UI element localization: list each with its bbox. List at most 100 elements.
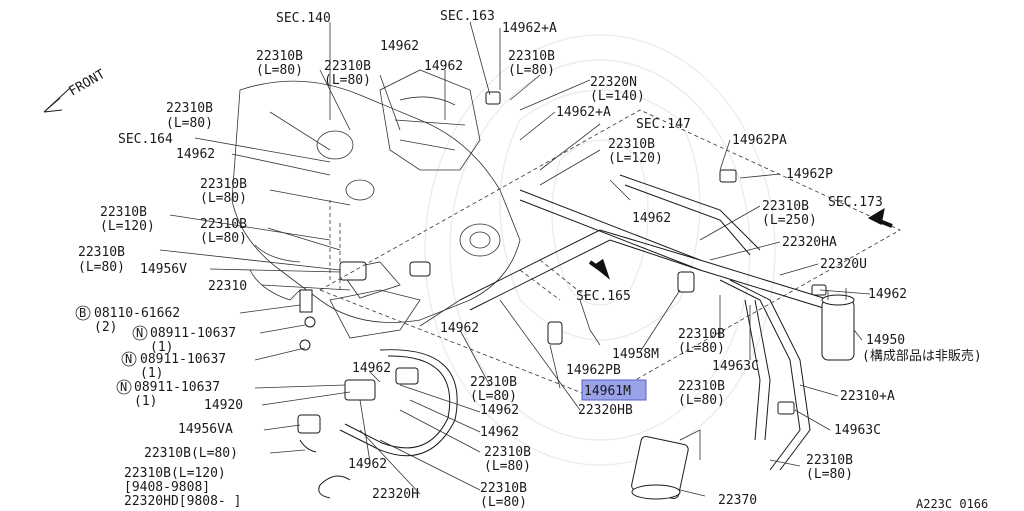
label-22310b-f: 22310B — [200, 177, 247, 192]
svg-text:N: N — [125, 352, 132, 366]
label-14950: 14950 — [866, 333, 905, 348]
label-22310b-j: 22310B — [78, 245, 125, 260]
label-nut-2: 08911-10637 — [140, 352, 226, 367]
label-22320n: 22320N — [590, 75, 637, 90]
label-22310a: 22310+A — [840, 389, 895, 404]
label-22320u: 22320U — [820, 257, 867, 272]
label-22310b-l120: 22310B(L=120) — [124, 466, 226, 481]
label-22310b-o: 22310B — [806, 453, 853, 468]
label-14961m: 14961M — [584, 384, 631, 399]
label-14962-e: 14962 — [868, 287, 907, 302]
svg-text:N: N — [136, 326, 143, 340]
label-14962p: 14962P — [786, 167, 833, 182]
label-22310b-k: 22310B — [678, 327, 725, 342]
label-22310b-n: 22310B — [484, 445, 531, 460]
label-22320h: 22320H — [372, 487, 419, 502]
bolt-b-symbol: B — [75, 305, 91, 321]
fuel-filter-22370 — [631, 429, 701, 500]
nut-n3-symbol: N — [116, 379, 132, 395]
label-nut-3: 08911-10637 — [134, 380, 220, 395]
label-22310b-m: 22310B — [678, 379, 725, 394]
label-l80-h: (L=80) — [200, 231, 247, 246]
label-sec165: SEC.165 — [576, 289, 631, 304]
front-arrow-icon: FRONT — [43, 67, 109, 113]
svg-text:N: N — [120, 380, 127, 394]
lower-hose-loop — [299, 349, 458, 499]
label-14962pa: 14962PA — [732, 133, 787, 148]
label-bolt-08110: 08110-61662 — [94, 306, 180, 321]
label-14962a: 14962+A — [502, 21, 557, 36]
label-l80-o: (L=80) — [806, 467, 853, 482]
label-14962-b: 14962 — [424, 59, 463, 74]
label-l80-b: (L=80) — [324, 73, 371, 88]
label-l80-f: (L=80) — [200, 191, 247, 206]
label-date-range: [9408-9808] — [124, 480, 210, 495]
nut-n1-symbol: N — [132, 325, 148, 341]
reference-dashed-lines — [319, 109, 901, 401]
label-22370: 22370 — [718, 493, 757, 508]
svg-text:B: B — [79, 306, 86, 320]
label-not-sold: (構成部品は非販売) — [862, 348, 982, 364]
label-l120-e: (L=120) — [608, 151, 663, 166]
label-22310b-h: 22310B — [200, 217, 247, 232]
label-bolt-qty: (2) — [94, 320, 117, 335]
engine-sketch — [231, 69, 521, 339]
figure-code: A223C 0166 — [916, 497, 988, 511]
label-nut-1: 08911-10637 — [150, 326, 236, 341]
label-l80-j: (L=80) — [78, 260, 125, 275]
highlight-14961m — [581, 379, 647, 401]
label-l80-m: (L=80) — [678, 393, 725, 408]
label-sec164: SEC.164 — [118, 132, 173, 147]
label-l80-n: (L=80) — [484, 459, 531, 474]
label-22310b-g: 22310B — [100, 205, 147, 220]
label-22320ha: 22320HA — [782, 235, 837, 250]
label-l80-k: (L=80) — [678, 341, 725, 356]
label-22310b-c: 22310B — [508, 49, 555, 64]
label-nut-1-qty: (1) — [150, 340, 173, 355]
label-l80-c: (L=80) — [508, 63, 555, 78]
label-14962-j: 14962 — [348, 457, 387, 472]
label-14962-top: 14962 — [380, 39, 419, 54]
nut-n2-symbol: N — [121, 351, 137, 367]
label-22310b-l: 22310B — [470, 375, 517, 390]
label-l80-a: (L=80) — [256, 63, 303, 78]
label-nut-3-qty: (1) — [134, 394, 157, 409]
label-14962-d: 14962 — [632, 211, 671, 226]
label-22310b-d: 22310B — [166, 101, 213, 116]
label-l80-d: (L=80) — [166, 116, 213, 131]
label-22310b-b: 22310B — [324, 59, 371, 74]
label-sec140: SEC.140 — [276, 11, 331, 26]
label-14963c-b: 14963C — [834, 423, 881, 438]
label-14956v: 14956V — [140, 262, 187, 277]
label-14962pb: 14962PB — [566, 363, 621, 378]
fuel-vapor-lines — [459, 174, 831, 471]
label-14956va: 14956VA — [178, 422, 233, 437]
label-14920: 14920 — [204, 398, 243, 413]
label-22320hd: 22320HD[9808- ] — [124, 494, 241, 509]
label-l140: (L=140) — [590, 89, 645, 104]
label-22310: 22310 — [208, 279, 247, 294]
label-22310b-e: 22310B — [608, 137, 655, 152]
label-l250-i: (L=250) — [762, 213, 817, 228]
label-22310b-l80: 22310B(L=80) — [144, 446, 238, 461]
label-l120-g: (L=120) — [100, 219, 155, 234]
label-l80-l: (L=80) — [470, 389, 517, 404]
label-14962-i: 14962 — [480, 425, 519, 440]
front-label: FRONT — [67, 67, 109, 100]
label-14958m: 14958M — [612, 347, 659, 362]
direction-arrow-icon — [588, 207, 893, 280]
label-14962-g: 14962 — [352, 361, 391, 376]
label-14963c-a: 14963C — [712, 359, 759, 374]
label-nut-2-qty: (1) — [140, 366, 163, 381]
label-22310b-a: 22310B — [256, 49, 303, 64]
label-22310b-i: 22310B — [762, 199, 809, 214]
valve-parts — [297, 91, 827, 434]
label-sec163: SEC.163 — [440, 9, 495, 24]
canister-14950 — [821, 288, 855, 361]
label-22310b-p: 22310B — [480, 481, 527, 496]
part-labels: SEC.140 SEC.163 14962+A 14962 22310B (L=… — [75, 9, 988, 511]
label-14962-f: 14962 — [440, 321, 479, 336]
label-sec173: SEC.173 — [828, 195, 883, 210]
